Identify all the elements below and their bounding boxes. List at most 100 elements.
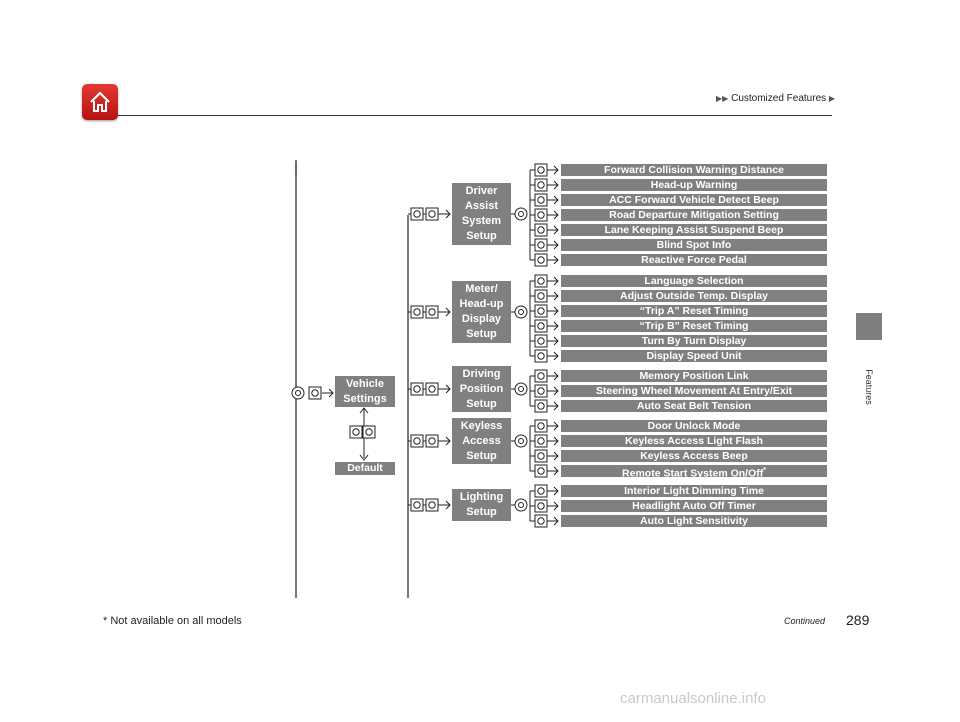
- category-label-line: Meter/: [465, 283, 498, 295]
- category-label-line: Setup: [466, 449, 497, 462]
- category-label-line: Driver: [465, 185, 498, 197]
- item-knob-icon: [534, 514, 548, 528]
- category-knob-icon: [425, 498, 439, 512]
- setting-item: Blind Spot Info: [561, 239, 827, 251]
- setting-item: Lane Keeping Assist Suspend Beep: [561, 224, 827, 236]
- setting-item: Reactive Force Pedal: [561, 254, 827, 266]
- setting-item: Keyless Access Beep: [561, 450, 827, 462]
- category-label-line: Display: [461, 313, 502, 325]
- category-select-dial-icon: [514, 434, 528, 448]
- item-knob-icon: [534, 304, 548, 318]
- setting-item: “Trip B” Reset Timing: [561, 320, 827, 332]
- vehicle-settings-box: Vehicle Settings: [335, 376, 395, 407]
- home-icon: [90, 91, 110, 112]
- item-knob-icon: [534, 193, 548, 207]
- item-knob-icon: [534, 434, 548, 448]
- category-knob-icon: [410, 305, 424, 319]
- category-label-line: System: [461, 215, 502, 227]
- watermark: carmanualsonline.info: [620, 690, 766, 707]
- item-knob-icon: [534, 289, 548, 303]
- item-knob-icon: [534, 349, 548, 363]
- setting-item: Head-up Warning: [561, 179, 827, 191]
- category-select-dial-icon: [514, 305, 528, 319]
- category-knob-icon: [410, 382, 424, 396]
- item-knob-icon: [534, 369, 548, 383]
- setting-item: ACC Forward Vehicle Detect Beep: [561, 194, 827, 206]
- item-knob-icon: [534, 163, 548, 177]
- item-knob-icon: [534, 238, 548, 252]
- breadcrumb-arrow-end: ▶: [828, 94, 836, 103]
- setting-item: Forward Collision Warning Distance: [561, 164, 827, 176]
- category-label-line: Lighting: [459, 491, 504, 503]
- item-knob-icon: [534, 464, 548, 478]
- item-knob-icon: [534, 399, 548, 413]
- category-label-line: Head-up: [459, 298, 504, 310]
- home-button[interactable]: [82, 84, 118, 120]
- category-knob-icon: [410, 434, 424, 448]
- root-knob-icon: [308, 386, 322, 400]
- setting-item: Adjust Outside Temp. Display: [561, 290, 827, 302]
- setting-item: Language Selection: [561, 275, 827, 287]
- header-rule: [118, 115, 832, 116]
- category-label-line: Setup: [466, 328, 497, 340]
- continued-label: Continued: [784, 616, 826, 626]
- default-knob-icon-2: [362, 425, 376, 439]
- setting-item: Steering Wheel Movement At Entry/Exit: [561, 385, 827, 397]
- item-knob-icon: [534, 334, 548, 348]
- category-label-line: Setup: [466, 506, 497, 518]
- setting-item: Auto Light Sensitivity: [561, 515, 827, 527]
- setting-item: Headlight Auto Off Timer: [561, 500, 827, 512]
- footnote: * Not available on all models: [103, 615, 242, 627]
- category-knob-icon: [410, 498, 424, 512]
- category-select-dial-icon: [514, 382, 528, 396]
- item-knob-icon: [534, 319, 548, 333]
- category-select-dial-icon: [514, 498, 528, 512]
- breadcrumb[interactable]: ▶▶ Customized Features ▶: [716, 93, 835, 104]
- breadcrumb-link[interactable]: Customized Features: [731, 93, 827, 104]
- setting-item: Road Departure Mitigation Setting: [561, 209, 827, 221]
- item-knob-icon: [534, 499, 548, 513]
- category-label-line: Keyless: [460, 419, 503, 432]
- category-label-line: Access: [462, 434, 501, 447]
- category-knob-icon: [425, 207, 439, 221]
- item-knob-icon: [534, 484, 548, 498]
- item-knob-icon: [534, 384, 548, 398]
- setting-item: Auto Seat Belt Tension: [561, 400, 827, 412]
- category-label-line: Setup: [466, 230, 497, 242]
- category-select-dial-icon: [514, 207, 528, 221]
- setting-item: Door Unlock Mode: [561, 420, 827, 432]
- setting-item: Interior Light Dimming Time: [561, 485, 827, 497]
- setting-item: Keyless Access Light Flash: [561, 435, 827, 447]
- category-label-line: Assist: [464, 200, 499, 212]
- setting-item: Memory Position Link: [561, 370, 827, 382]
- category-knob-icon: [425, 382, 439, 396]
- breadcrumb-arrows: ▶▶: [716, 94, 729, 103]
- item-knob-icon: [534, 274, 548, 288]
- category-knob-icon: [410, 207, 424, 221]
- footnote-mark: *: [763, 467, 766, 474]
- category-label-line: Setup: [466, 397, 497, 410]
- default-box: Default: [335, 462, 395, 475]
- setting-item: Turn By Turn Display: [561, 335, 827, 347]
- root-dial-icon: [291, 386, 305, 400]
- category-knob-icon: [425, 305, 439, 319]
- default-knob-icon-1: [349, 425, 363, 439]
- setting-item: Display Speed Unit: [561, 350, 827, 362]
- category-label-line: Position: [459, 382, 504, 395]
- section-tab[interactable]: [856, 313, 882, 340]
- item-knob-icon: [534, 223, 548, 237]
- page-number: 289: [846, 612, 870, 628]
- setting-item: “Trip A” Reset Timing: [561, 305, 827, 317]
- setting-item: Remote Start System On/Off*: [561, 465, 827, 477]
- category-knob-icon: [425, 434, 439, 448]
- item-knob-icon: [534, 208, 548, 222]
- category-label-line: Driving: [462, 367, 501, 380]
- item-knob-icon: [534, 178, 548, 192]
